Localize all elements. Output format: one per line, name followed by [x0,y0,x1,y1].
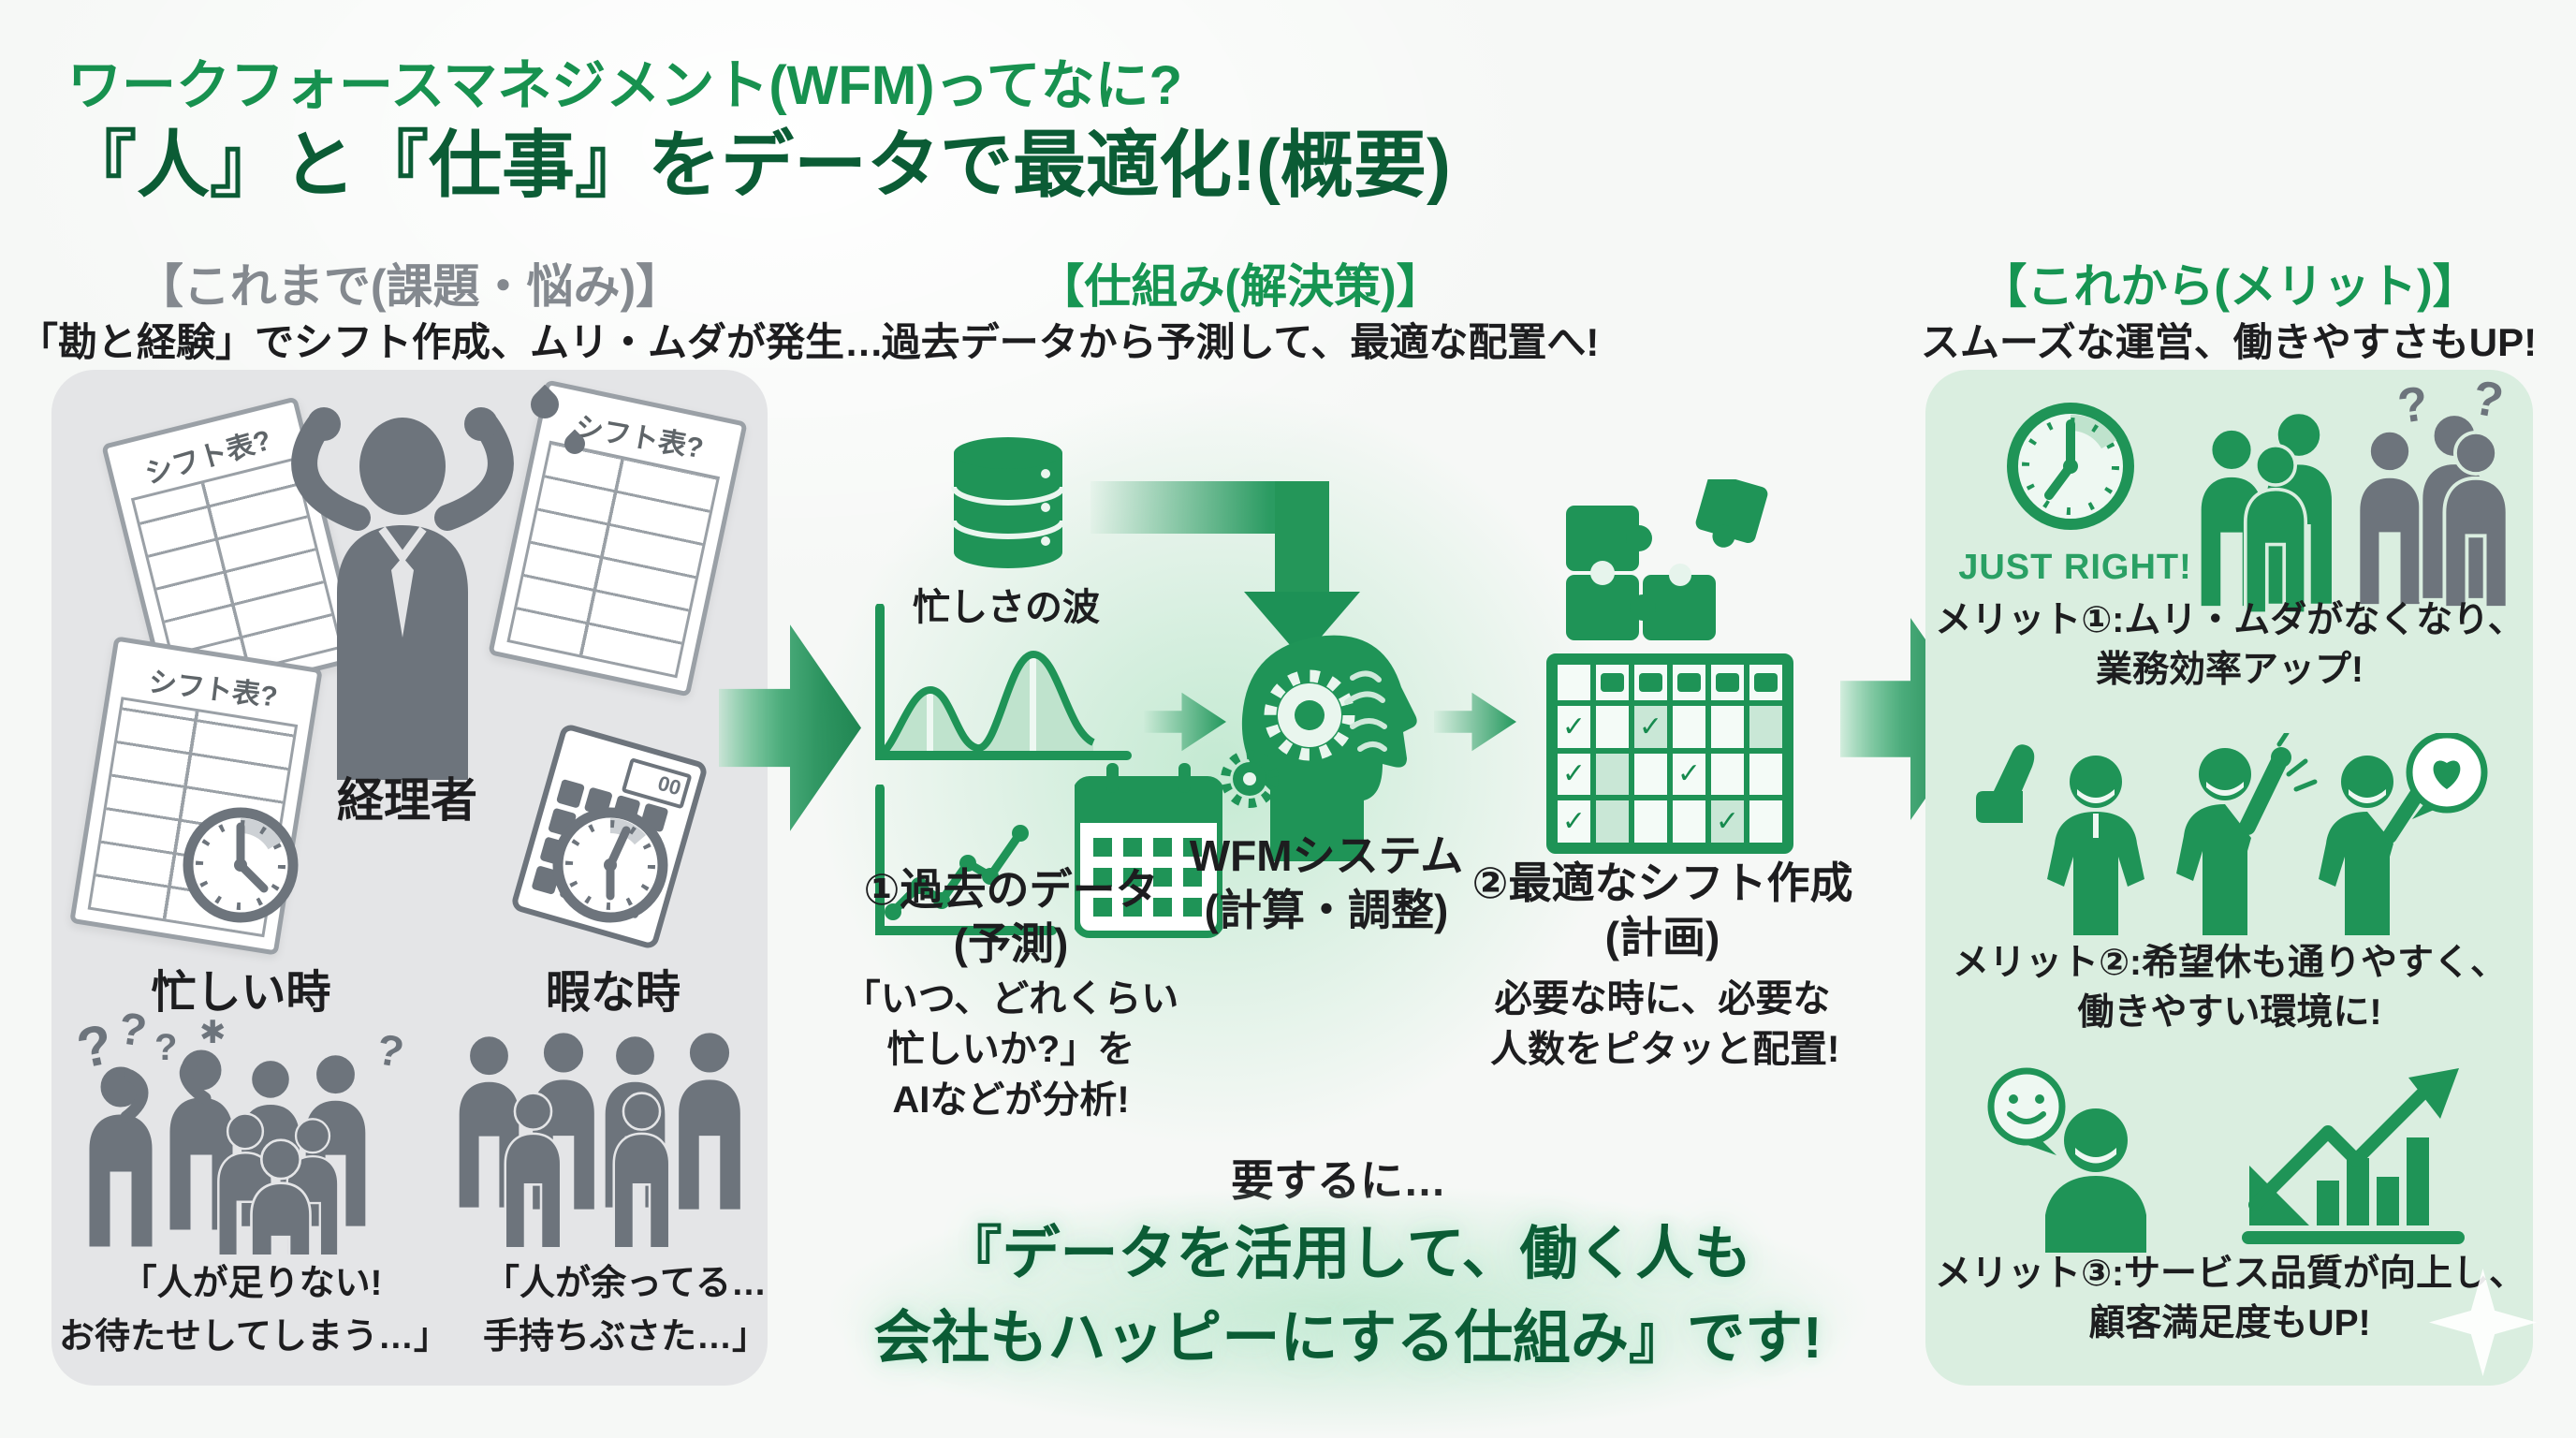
future-column-header: 【これから(メリット)】 [1980,260,2480,313]
page-title: ワークフォースマネジメント(WFM)ってなに? [67,55,1183,116]
manager-label: 経理者 [337,774,477,827]
merit1-line2: 業務効率アップ! [2096,649,2364,690]
summary-line2: 会社もハッピーにする仕組み』です! [873,1305,1822,1371]
idle-caption-line1: 「人が余ってる… [483,1264,768,1303]
grid-cell [1593,662,1632,703]
solution-column-header: 【仕組み(解決策)】 [1037,260,1443,313]
step2-title: ②最適なシフト作成 (計画) [1468,857,1857,964]
step2-line1: ②最適なシフト作成 [1471,858,1853,907]
step2-line2: (計画) [1604,912,1720,961]
database-label: 忙しさの波 [913,587,1100,628]
grid-check-cell: ✓ [1670,750,1708,799]
stressed-manager-icon [291,407,514,780]
solution-column-subheader: 過去データから予測して、最適な配置へ! [881,320,1600,364]
step1-title: ①過去のデータ (予測) [859,863,1163,971]
happy-customer-icon [1987,1067,2146,1253]
busy-clock-icon [183,807,299,923]
step1-line1: ①過去のデータ [863,865,1159,914]
elbow-arrow-vertical [1275,481,1329,595]
merit1-text: メリット①:ムリ・ムダがなくなり、 業務効率アップ! [1935,596,2525,695]
wfm-brain-icon [1221,635,1417,861]
grid-cell [1555,662,1593,703]
grid-cell [1670,798,1708,845]
database-icon [951,437,1065,568]
future-panel: JUST RIGHT! ? ? メリット①:ムリ・ムダがなくなり、 業務効率アッ… [1925,370,2537,1386]
just-right-label: JUST RIGHT! [1958,548,2192,587]
busy-caption-line1: 「人が足りない! [121,1264,383,1303]
idle-clock-label: 暇な時 [545,968,681,1018]
page-subtitle: 『人』と『仕事』をデータで最適化!(概要) [64,124,1451,206]
trend-line-chart-icon [875,785,1057,935]
grid-cell [1593,798,1632,845]
grid-cell [1708,703,1747,751]
step2-desc: 必要な時に、必要な 人数をピタッと配置! [1490,974,1840,1075]
grid-cell [1747,750,1785,799]
idle-clock-icon [552,807,668,923]
happy-workers-icon [1976,733,2488,935]
growth-chart-icon [2242,1068,2465,1244]
busy-caption: 「人が足りない! お待たせしてしまう…」 [59,1257,449,1364]
staff-group-green-icon [2197,405,2345,616]
merit2-line2: 働きやすい環境に! [2077,991,2382,1033]
grid-check-cell: ✓ [1708,798,1747,845]
puzzle-icon [1566,479,1768,640]
just-right-clock-icon [2007,403,2134,530]
step1-desc-line2: 忙しいか?」を [886,1029,1135,1070]
merit1-line1: メリット①:ムリ・ムダがなくなり、 [1935,600,2525,640]
future-column-subheader: スムーズな運営、働きやすさもUP! [1920,320,2538,364]
past-panel: シフト表? シフト表? シフト表? 00 [51,370,768,1386]
staff-group-gray-icon [2356,405,2510,610]
busy-crowd-icon [86,1047,369,1255]
shift-schedule-grid: ✓ ✓ ✓ ✓ ✓ ✓ [1546,653,1793,854]
step1-line2: (予測) [953,918,1069,968]
grid-check-cell: ✓ [1632,703,1670,751]
grid-cell [1670,703,1708,751]
step2-desc-line1: 必要な時に、必要な [1494,978,1831,1020]
summary-glow [824,1184,1872,1437]
past-column-subheader: 「勘と経験」でシフト作成、ムリ・ムダが発生… [19,320,885,364]
wfm-system-label: WFMシステム (計算・調整) [1172,829,1481,937]
grid-cell [1632,662,1670,703]
wfm-system-line2: (計算・調整) [1204,885,1449,934]
grid-cell [1747,703,1785,751]
busy-clock-label: 忙しい時 [151,968,331,1018]
grid-check-cell: ✓ [1555,750,1593,799]
idle-caption-line2: 手持ちぶさた…」 [482,1317,768,1357]
grid-cell [1670,662,1708,703]
merit3-line2: 顧客満足度もUP! [2088,1302,2371,1343]
summary-statement: 『データを活用して、働く人も 会社もハッピーにする仕組み』です! [833,1212,1863,1381]
merit2-line1: メリット②:希望休も通りやすく、 [1952,943,2507,983]
grid-cell [1632,750,1670,799]
grid-check-cell: ✓ [1555,703,1593,751]
grid-cell [1593,703,1632,751]
grid-cell [1593,750,1632,799]
grid-cell [1747,798,1785,845]
merit3-text: メリット③:サービス品質が向上し、 顧客満足度もUP! [1935,1250,2525,1348]
idle-caption: 「人が余ってる… 手持ちぶさた…」 [452,1257,798,1364]
grid-check-cell: ✓ [1555,798,1593,845]
grid-cell [1632,798,1670,845]
past-column-header: 【これまで(課題・悩み)】 [136,260,683,313]
calendar-icon [1075,763,1222,938]
annoyance-spark-icon: ✱ [199,1015,227,1050]
grid-cell [1708,662,1747,703]
demand-wave-chart-icon [875,604,1132,760]
grid-cell [1747,662,1785,703]
busy-caption-line2: お待たせしてしまう…」 [59,1317,449,1357]
step1-desc-line1: 「いつ、どれくらい [842,978,1179,1020]
wfm-system-line1: WFMシステム [1189,831,1464,880]
step2-desc-line2: 人数をピタッと配置! [1490,1029,1840,1070]
summary-line1: 『データを活用して、働く人も [944,1222,1752,1286]
idle-crowd-icon [456,1030,743,1250]
grid-cell [1708,750,1747,799]
merit2-text: メリット②:希望休も通りやすく、 働きやすい環境に! [1935,939,2525,1037]
step1-desc: 「いつ、どれくらい 忙しいか?」を AIなどが分析! [828,974,1193,1125]
step1-desc-line3: AIなどが分析! [892,1079,1130,1121]
question-mark-icon: ? [154,1027,178,1068]
merit3-line1: メリット③:サービス品質が向上し、 [1935,1254,2526,1294]
